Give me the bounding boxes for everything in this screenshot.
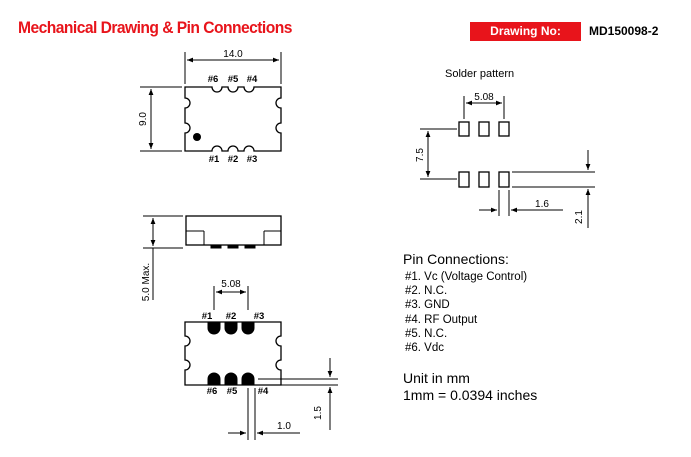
solder-pad-top-3 [498, 121, 510, 137]
bottom-view-pad-width-dim: 1.0 [277, 421, 291, 432]
top-view-pin-4: #4 [247, 74, 258, 85]
top-view-pin-3: #3 [247, 154, 258, 165]
bottom-view-pad-3 [241, 322, 255, 335]
drawing-number: MD150098-2 [589, 24, 659, 38]
pin-connection-item: #3. GND [405, 299, 450, 312]
side-view-height-dim: 5.0 Max. [141, 263, 152, 301]
bottom-view-pin-2: #2 [226, 311, 237, 322]
top-view-height-dim: 9.0 [138, 112, 149, 126]
top-view-pin-2: #2 [228, 154, 239, 165]
bottom-view-pitch-dim: 5.08 [221, 279, 241, 290]
pin-connections-list: #1. Vc (Voltage Control) #2. N.C. #3. GN… [405, 270, 527, 355]
pin-connection-item: #6. Vdc [405, 342, 444, 355]
bottom-view-pin-5: #5 [227, 386, 238, 397]
drawing-title: Mechanical Drawing & Pin Connections [18, 18, 292, 37]
pin-connections-title: Pin Connections: [403, 251, 509, 267]
top-view [140, 52, 282, 152]
solder-pad-width-dim: 1.6 [535, 199, 549, 210]
pin-connection-item: #4. RF Output [405, 313, 478, 326]
bottom-view-pad-length-dim: 1.5 [313, 406, 324, 420]
top-view-pin-6: #6 [208, 74, 219, 85]
pin1-marker-dot [193, 133, 201, 141]
top-view-body [184, 86, 282, 152]
side-view-pad-2 [227, 244, 239, 249]
side-view-pad-3 [244, 244, 256, 249]
solder-pad-top-2 [478, 121, 490, 137]
bottom-view-pad-5 [224, 372, 238, 385]
solder-pad-length-dim: 2.1 [574, 210, 585, 224]
side-view [143, 215, 282, 300]
solder-row-spacing-dim: 7.5 [415, 148, 426, 162]
side-view-pad-1 [210, 244, 222, 249]
bottom-view-pad-4 [241, 372, 255, 385]
solder-pattern-title: Solder pattern [445, 68, 514, 80]
pin-connection-item: #1. Vc (Voltage Control) [405, 271, 528, 283]
bottom-view [184, 286, 338, 440]
bottom-view-pad-2 [224, 322, 238, 335]
top-view-pin-5: #5 [228, 74, 239, 85]
units-note: Unit in mm 1mm = 0.0394 inches [403, 370, 537, 404]
pin-connection-item: #2. N.C. [405, 285, 448, 298]
bottom-view-pin-6: #6 [207, 386, 218, 397]
top-view-pin-1: #1 [209, 154, 220, 165]
solder-pad-bottom-3 [498, 171, 510, 188]
drawing-number-label: Drawing No: [470, 22, 581, 41]
units-line: Unit in mm [403, 370, 470, 386]
bottom-view-pad-6 [207, 372, 221, 385]
solder-pad-bottom-1 [458, 171, 470, 188]
solder-pad-bottom-2 [478, 171, 490, 188]
bottom-view-pin-4: #4 [258, 386, 269, 397]
bottom-view-pin-3: #3 [254, 311, 265, 322]
solder-pattern [420, 96, 595, 228]
solder-pitch-dim: 5.08 [474, 92, 494, 103]
bottom-view-pin-1: #1 [202, 311, 213, 322]
units-conversion: 1mm = 0.0394 inches [403, 387, 538, 403]
bottom-view-pad-1 [207, 322, 221, 335]
top-view-width-dim: 14.0 [223, 49, 243, 60]
solder-pad-top-1 [458, 121, 470, 137]
pin-connection-item: #5. N.C. [405, 327, 448, 340]
